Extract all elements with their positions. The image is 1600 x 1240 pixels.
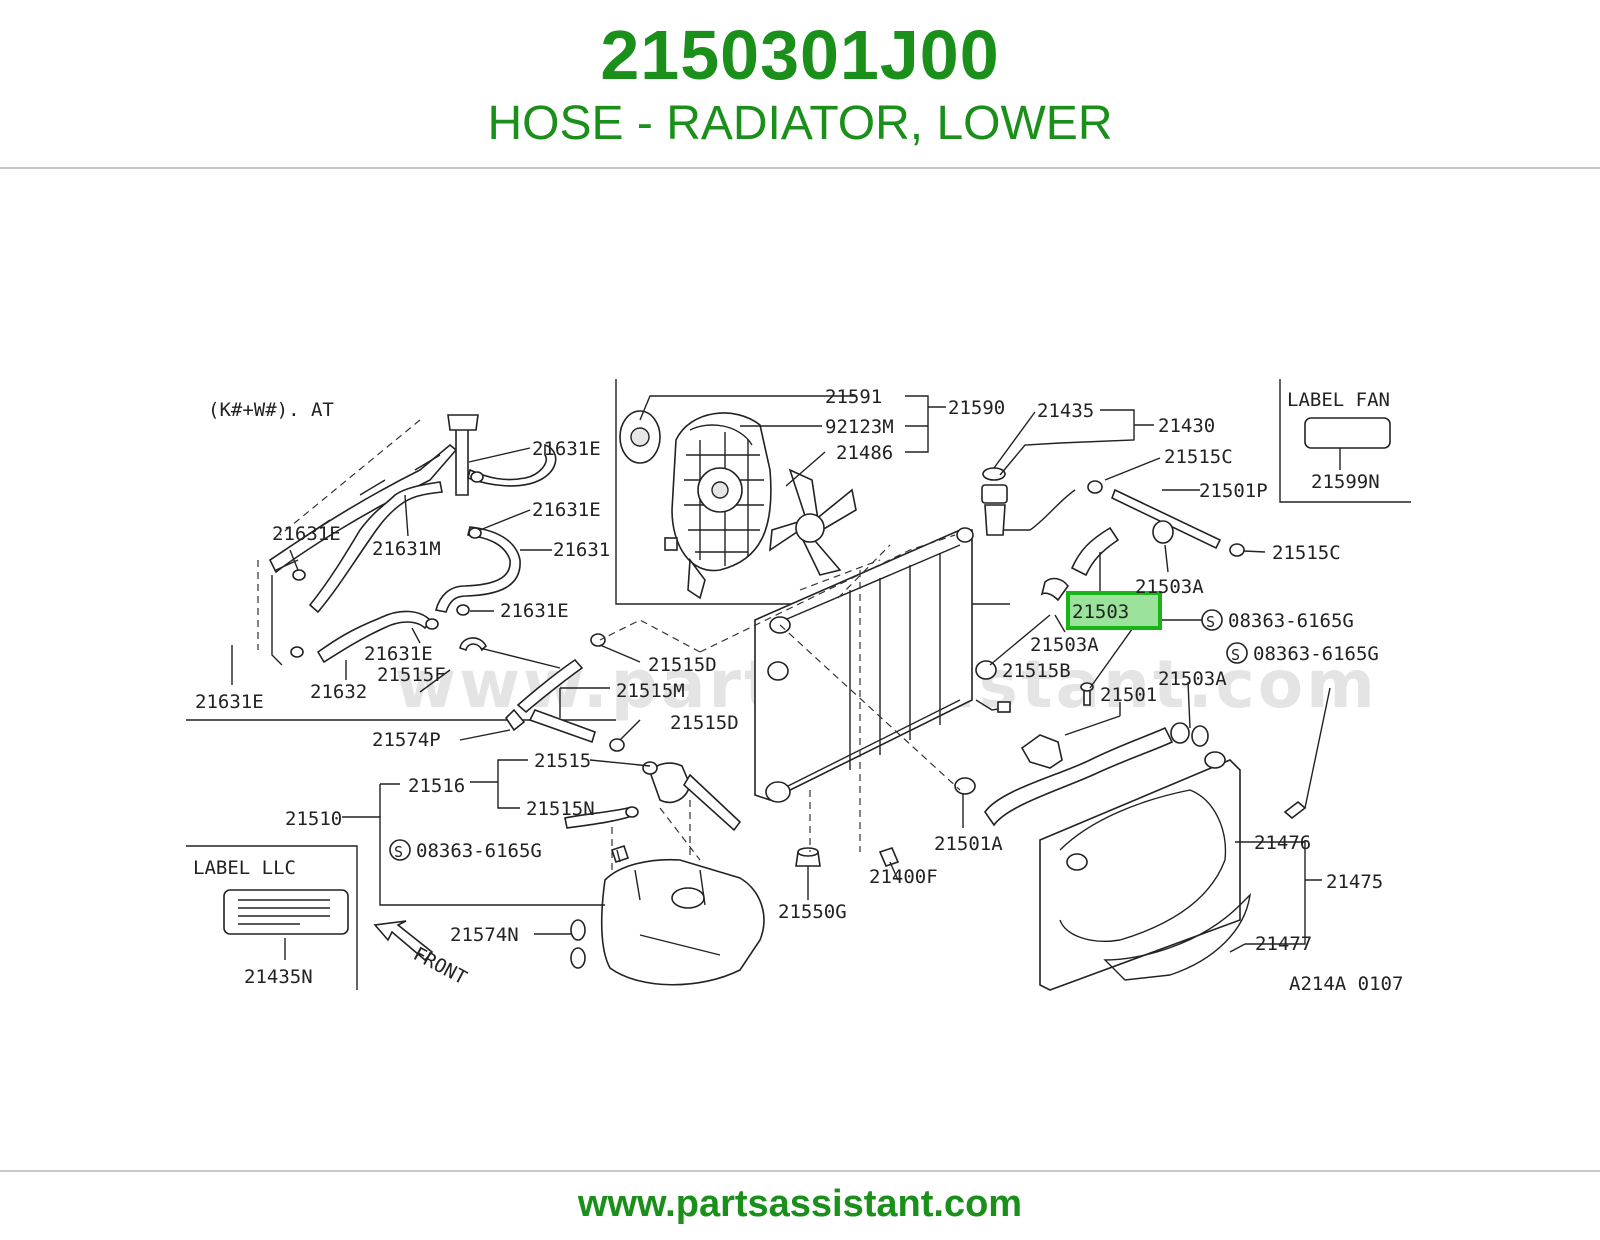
callout-21477[interactable]: 21477 <box>1255 933 1312 955</box>
misc-parts <box>795 847 900 867</box>
callout-21631m[interactable]: 21631M <box>372 538 441 560</box>
callout-21599n[interactable]: 21599N <box>1311 471 1380 493</box>
callout-21476[interactable]: 21476 <box>1254 832 1311 854</box>
label-fan-box <box>1304 417 1391 449</box>
callout-21515c-lower[interactable]: 21515C <box>1272 542 1341 564</box>
callout-21515n[interactable]: 21515N <box>526 798 595 820</box>
callout-21501a[interactable]: 21501A <box>934 833 1003 855</box>
fan-motor-assembly <box>619 410 857 600</box>
callout-08363-6165g-2[interactable]: 08363-6165G <box>1253 643 1379 665</box>
variant-label: (K#+W#). AT <box>208 399 334 421</box>
callout-21591[interactable]: 21591 <box>825 386 882 408</box>
callout-21503a-3[interactable]: 21503A <box>1158 668 1227 690</box>
svg-text:S: S <box>1231 646 1240 664</box>
callout-21435[interactable]: 21435 <box>1037 400 1094 422</box>
callout-21430[interactable]: 21430 <box>1158 415 1215 437</box>
diagram-code: A214A 0107 <box>1289 973 1403 995</box>
callout-21515b[interactable]: 21515B <box>1002 660 1071 682</box>
callout-21631e-2[interactable]: 21631E <box>532 499 601 521</box>
callout-21550g[interactable]: 21550G <box>778 901 847 923</box>
fan-shroud <box>1039 751 1307 991</box>
at-oil-cooler-hoses <box>257 414 557 666</box>
callout-21631[interactable]: 21631 <box>553 539 610 561</box>
callout-21486[interactable]: 21486 <box>836 442 893 464</box>
callout-21501p[interactable]: 21501P <box>1199 480 1268 502</box>
front-arrow-icon <box>373 920 434 962</box>
s-mark-icon: S <box>1226 642 1248 664</box>
label-fan-title: LABEL FAN <box>1287 389 1390 411</box>
part-number-title: 2150301J00 <box>600 16 1000 94</box>
callout-21400f[interactable]: 21400F <box>869 866 938 888</box>
callout-21501[interactable]: 21501 <box>1100 684 1157 706</box>
callout-21574p[interactable]: 21574P <box>372 729 441 751</box>
header-divider <box>0 167 1600 169</box>
label-llc-title: LABEL LLC <box>193 857 296 879</box>
reference-lines <box>599 534 961 852</box>
callout-92123m[interactable]: 92123M <box>825 416 894 438</box>
callout-21515[interactable]: 21515 <box>534 750 591 772</box>
callout-21515d-1[interactable]: 21515D <box>648 654 717 676</box>
page-header: 2150301J00 HOSE - RADIATOR, LOWER <box>0 0 1600 168</box>
callout-21515c-upper[interactable]: 21515C <box>1164 446 1233 468</box>
callout-21631e-4[interactable]: 21631E <box>500 600 569 622</box>
s-mark-icon: S <box>389 839 411 861</box>
label-llc-box <box>223 889 349 935</box>
callout-21503-highlighted[interactable]: 21503 <box>1072 601 1129 623</box>
part-name-subtitle: HOSE - RADIATOR, LOWER <box>487 97 1113 150</box>
callout-08363-6165g-1[interactable]: 08363-6165G <box>1228 610 1354 632</box>
s-mark-icon: S <box>1201 609 1223 631</box>
callout-21631e-1[interactable]: 21631E <box>532 438 601 460</box>
callout-21503a-2[interactable]: 21503A <box>1030 634 1099 656</box>
highlighted-callout-box[interactable] <box>1066 591 1162 630</box>
leader-lines <box>231 395 1341 960</box>
footer-divider <box>0 1170 1600 1172</box>
callout-21516[interactable]: 21516 <box>408 775 465 797</box>
svg-text:S: S <box>394 843 403 861</box>
front-label: FRONT <box>410 943 471 989</box>
callout-21632[interactable]: 21632 <box>310 681 367 703</box>
radiator <box>754 467 1076 803</box>
callout-21503a-1[interactable]: 21503A <box>1135 576 1204 598</box>
callout-21631e-6[interactable]: 21631E <box>195 691 264 713</box>
callout-21631e-5[interactable]: 21631E <box>364 643 433 665</box>
callout-08363-6165g-3[interactable]: 08363-6165G <box>416 840 542 862</box>
callout-21510[interactable]: 21510 <box>285 808 342 830</box>
footer-url-link[interactable]: www.partsassistant.com <box>577 1183 1023 1225</box>
callout-21574n[interactable]: 21574N <box>450 924 519 946</box>
callout-21475[interactable]: 21475 <box>1326 871 1383 893</box>
reservoir-tank <box>504 633 765 986</box>
callout-21515m[interactable]: 21515M <box>616 680 685 702</box>
callout-21631e-3[interactable]: 21631E <box>272 523 341 545</box>
svg-text:S: S <box>1206 613 1215 631</box>
callout-21515f[interactable]: 21515F <box>377 664 446 686</box>
callout-21590[interactable]: 21590 <box>948 397 1005 419</box>
callout-21515d-2[interactable]: 21515D <box>670 712 739 734</box>
radiator-hoses <box>954 480 1245 827</box>
diagram-labels: (K#+W#). AT LABEL FAN 21599N LABEL LLC 2… <box>193 386 1403 995</box>
callout-21435n[interactable]: 21435N <box>244 966 313 988</box>
